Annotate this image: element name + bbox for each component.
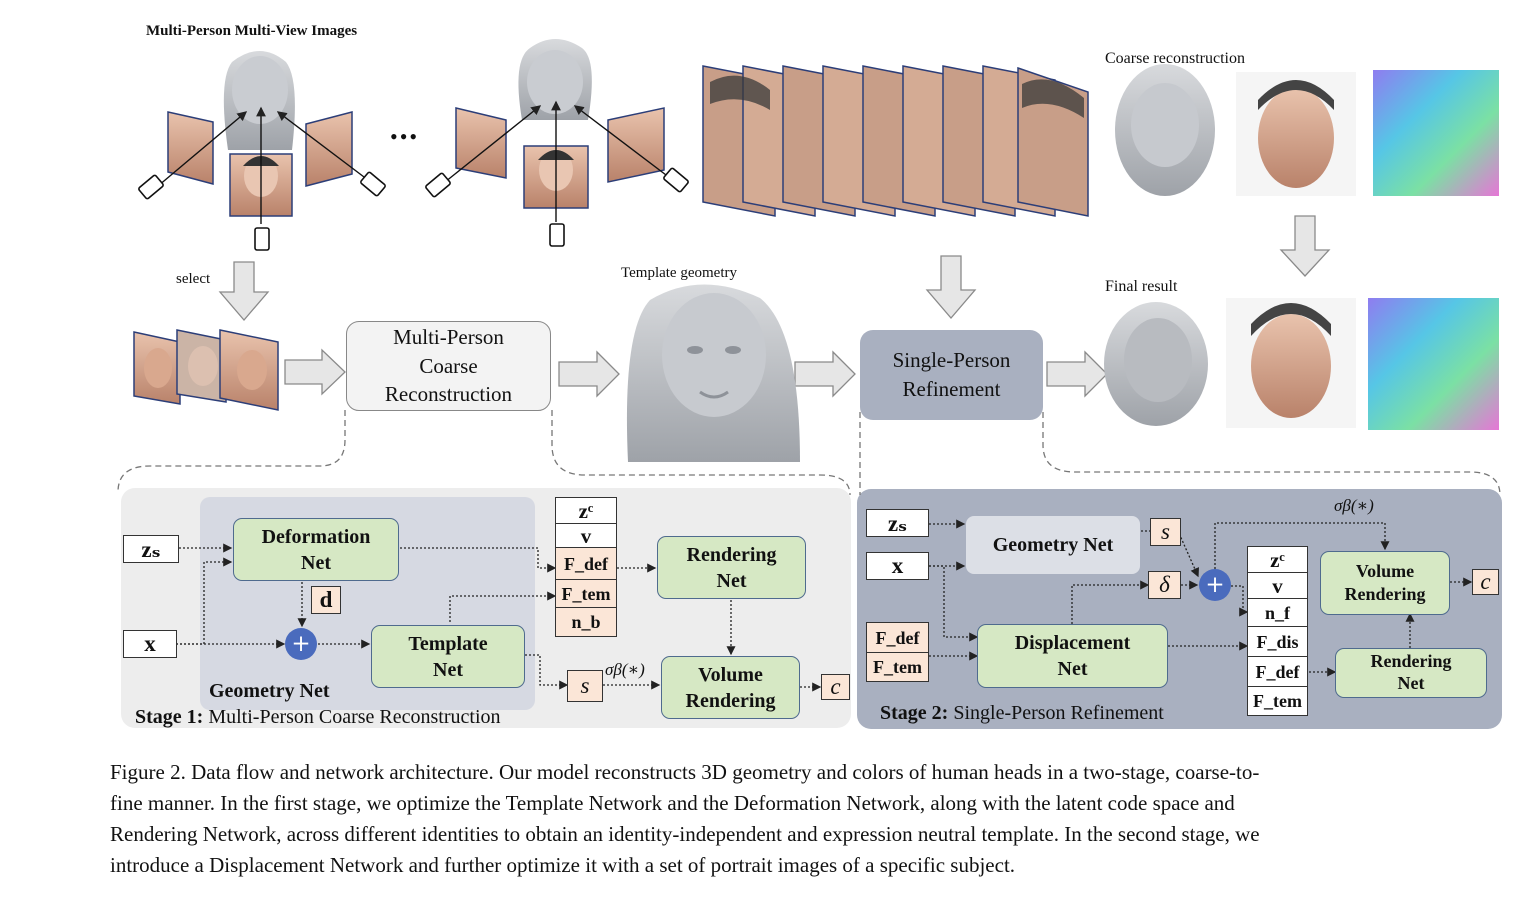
stage1-title-rest: Multi-Person Coarse Reconstruction [208, 706, 501, 728]
stage2-stack-nf: n_f [1247, 598, 1308, 628]
stage2-title-rest: Single-Person Refinement [953, 702, 1164, 724]
stage2-dashed-right [1042, 412, 1501, 496]
selected-images [133, 329, 279, 411]
arrow-to-final [1046, 350, 1108, 398]
stage1-plus-icon: + [285, 628, 317, 660]
stage1-title-bold: Stage 1: [135, 706, 204, 728]
stage2-geometry-net-box: Geometry Net [966, 516, 1140, 574]
stage2-s-output: s [1150, 518, 1181, 546]
displacement-net-box: Displacement Net [977, 624, 1168, 688]
stage2-plus-icon: + [1199, 569, 1231, 601]
stage2-delta-output: δ [1148, 571, 1181, 599]
stage1-c-output: c [821, 674, 850, 700]
template-geometry-bust [626, 284, 800, 462]
stage2-title: Stage 2: Single-Person Refinement [880, 702, 1164, 725]
arrow-to-stage2-box [794, 350, 856, 398]
stage1-stack-fdef: F_def [555, 547, 617, 581]
caption-line: introduce a Displacement Network and fur… [110, 853, 1016, 877]
video-down-arrow [925, 255, 977, 319]
template-net-box: Template Net [371, 625, 525, 688]
stage1-dashed-left [117, 410, 346, 493]
caption-line: fine manner. In the first stage, we opti… [110, 791, 1235, 815]
template-geometry-label: Template geometry [621, 265, 737, 281]
select-label: select [176, 271, 211, 287]
stage1-volume-rendering-box: Volume Rendering [661, 656, 800, 719]
stage1-zs-input: zₛ [123, 535, 179, 563]
stage1-flow-box: Multi-Person Coarse Reconstruction [346, 321, 551, 411]
stage1-title: Stage 1: Multi-Person Coarse Reconstruct… [135, 706, 501, 729]
final-results [1104, 298, 1499, 430]
coarse-results [1115, 64, 1499, 196]
stage1-stack-v: v [555, 523, 617, 549]
arrow-to-template [558, 350, 620, 398]
stage2-stack-ftem: F_tem [1247, 686, 1308, 716]
coarse-reconstruction-label: Coarse reconstruction [1105, 50, 1245, 67]
stage1-x-input: x [123, 630, 177, 658]
stage2-x-input: x [866, 552, 929, 580]
stage1-feature-stack: zᶜ v F_def F_tem n_b [555, 497, 617, 637]
figure-caption: Figure 2. Data flow and network architec… [110, 757, 1508, 881]
stage2-flow-box: Single-Person Refinement [860, 330, 1043, 420]
stage2-feature-stack: zᶜ v n_f F_dis F_def F_tem [1247, 546, 1308, 716]
stage2-ftem-input: F_tem [866, 652, 929, 682]
stage1-sigma-label: σβ(∗) [605, 660, 645, 679]
stage2-stack-fdis: F_dis [1247, 626, 1308, 658]
geometry-net-label: Geometry Net [209, 680, 330, 702]
stage2-volume-rendering-box: Volume Rendering [1320, 551, 1450, 615]
stage1-stack-ftem: F_tem [555, 579, 617, 609]
coarse-to-final-arrow [1279, 215, 1331, 277]
stage2-stack-v: v [1247, 572, 1308, 600]
capture-scene-right [425, 39, 689, 247]
stage2-c-output: c [1472, 569, 1499, 595]
video-frame-faces [710, 75, 1084, 118]
select-down-arrow [218, 261, 270, 321]
stage1-rendering-net-box: Rendering Net [657, 536, 806, 599]
stage2-fdef-input: F_def [866, 622, 929, 654]
stage1-s-output: s [567, 670, 603, 702]
deformation-net-box: Deformation Net [233, 518, 399, 581]
caption-line: Rendering Network, across different iden… [110, 822, 1260, 846]
view-ellipsis: ••• [390, 124, 420, 149]
final-result-label: Final result [1105, 278, 1178, 295]
arrow-to-stage1-box [284, 348, 346, 396]
caption-line: Figure 2. Data flow and network architec… [110, 760, 1260, 784]
stage2-title-bold: Stage 2: [880, 702, 949, 724]
stage2-zs-input: zₛ [866, 509, 929, 537]
stage1-stack-zc: zᶜ [555, 497, 617, 525]
stage2-stack-zc: zᶜ [1247, 546, 1308, 574]
stage2-sigma-label: σβ(∗) [1334, 496, 1374, 515]
capture-scene-left [138, 51, 386, 251]
stage1-stack-nb: n_b [555, 607, 617, 637]
stage2-stack-fdef: F_def [1247, 656, 1308, 688]
multi-view-title: Multi-Person Multi-View Images [146, 23, 358, 39]
stage2-rendering-net-box: Rendering Net [1335, 648, 1487, 698]
stage1-d-output: d [311, 586, 341, 614]
